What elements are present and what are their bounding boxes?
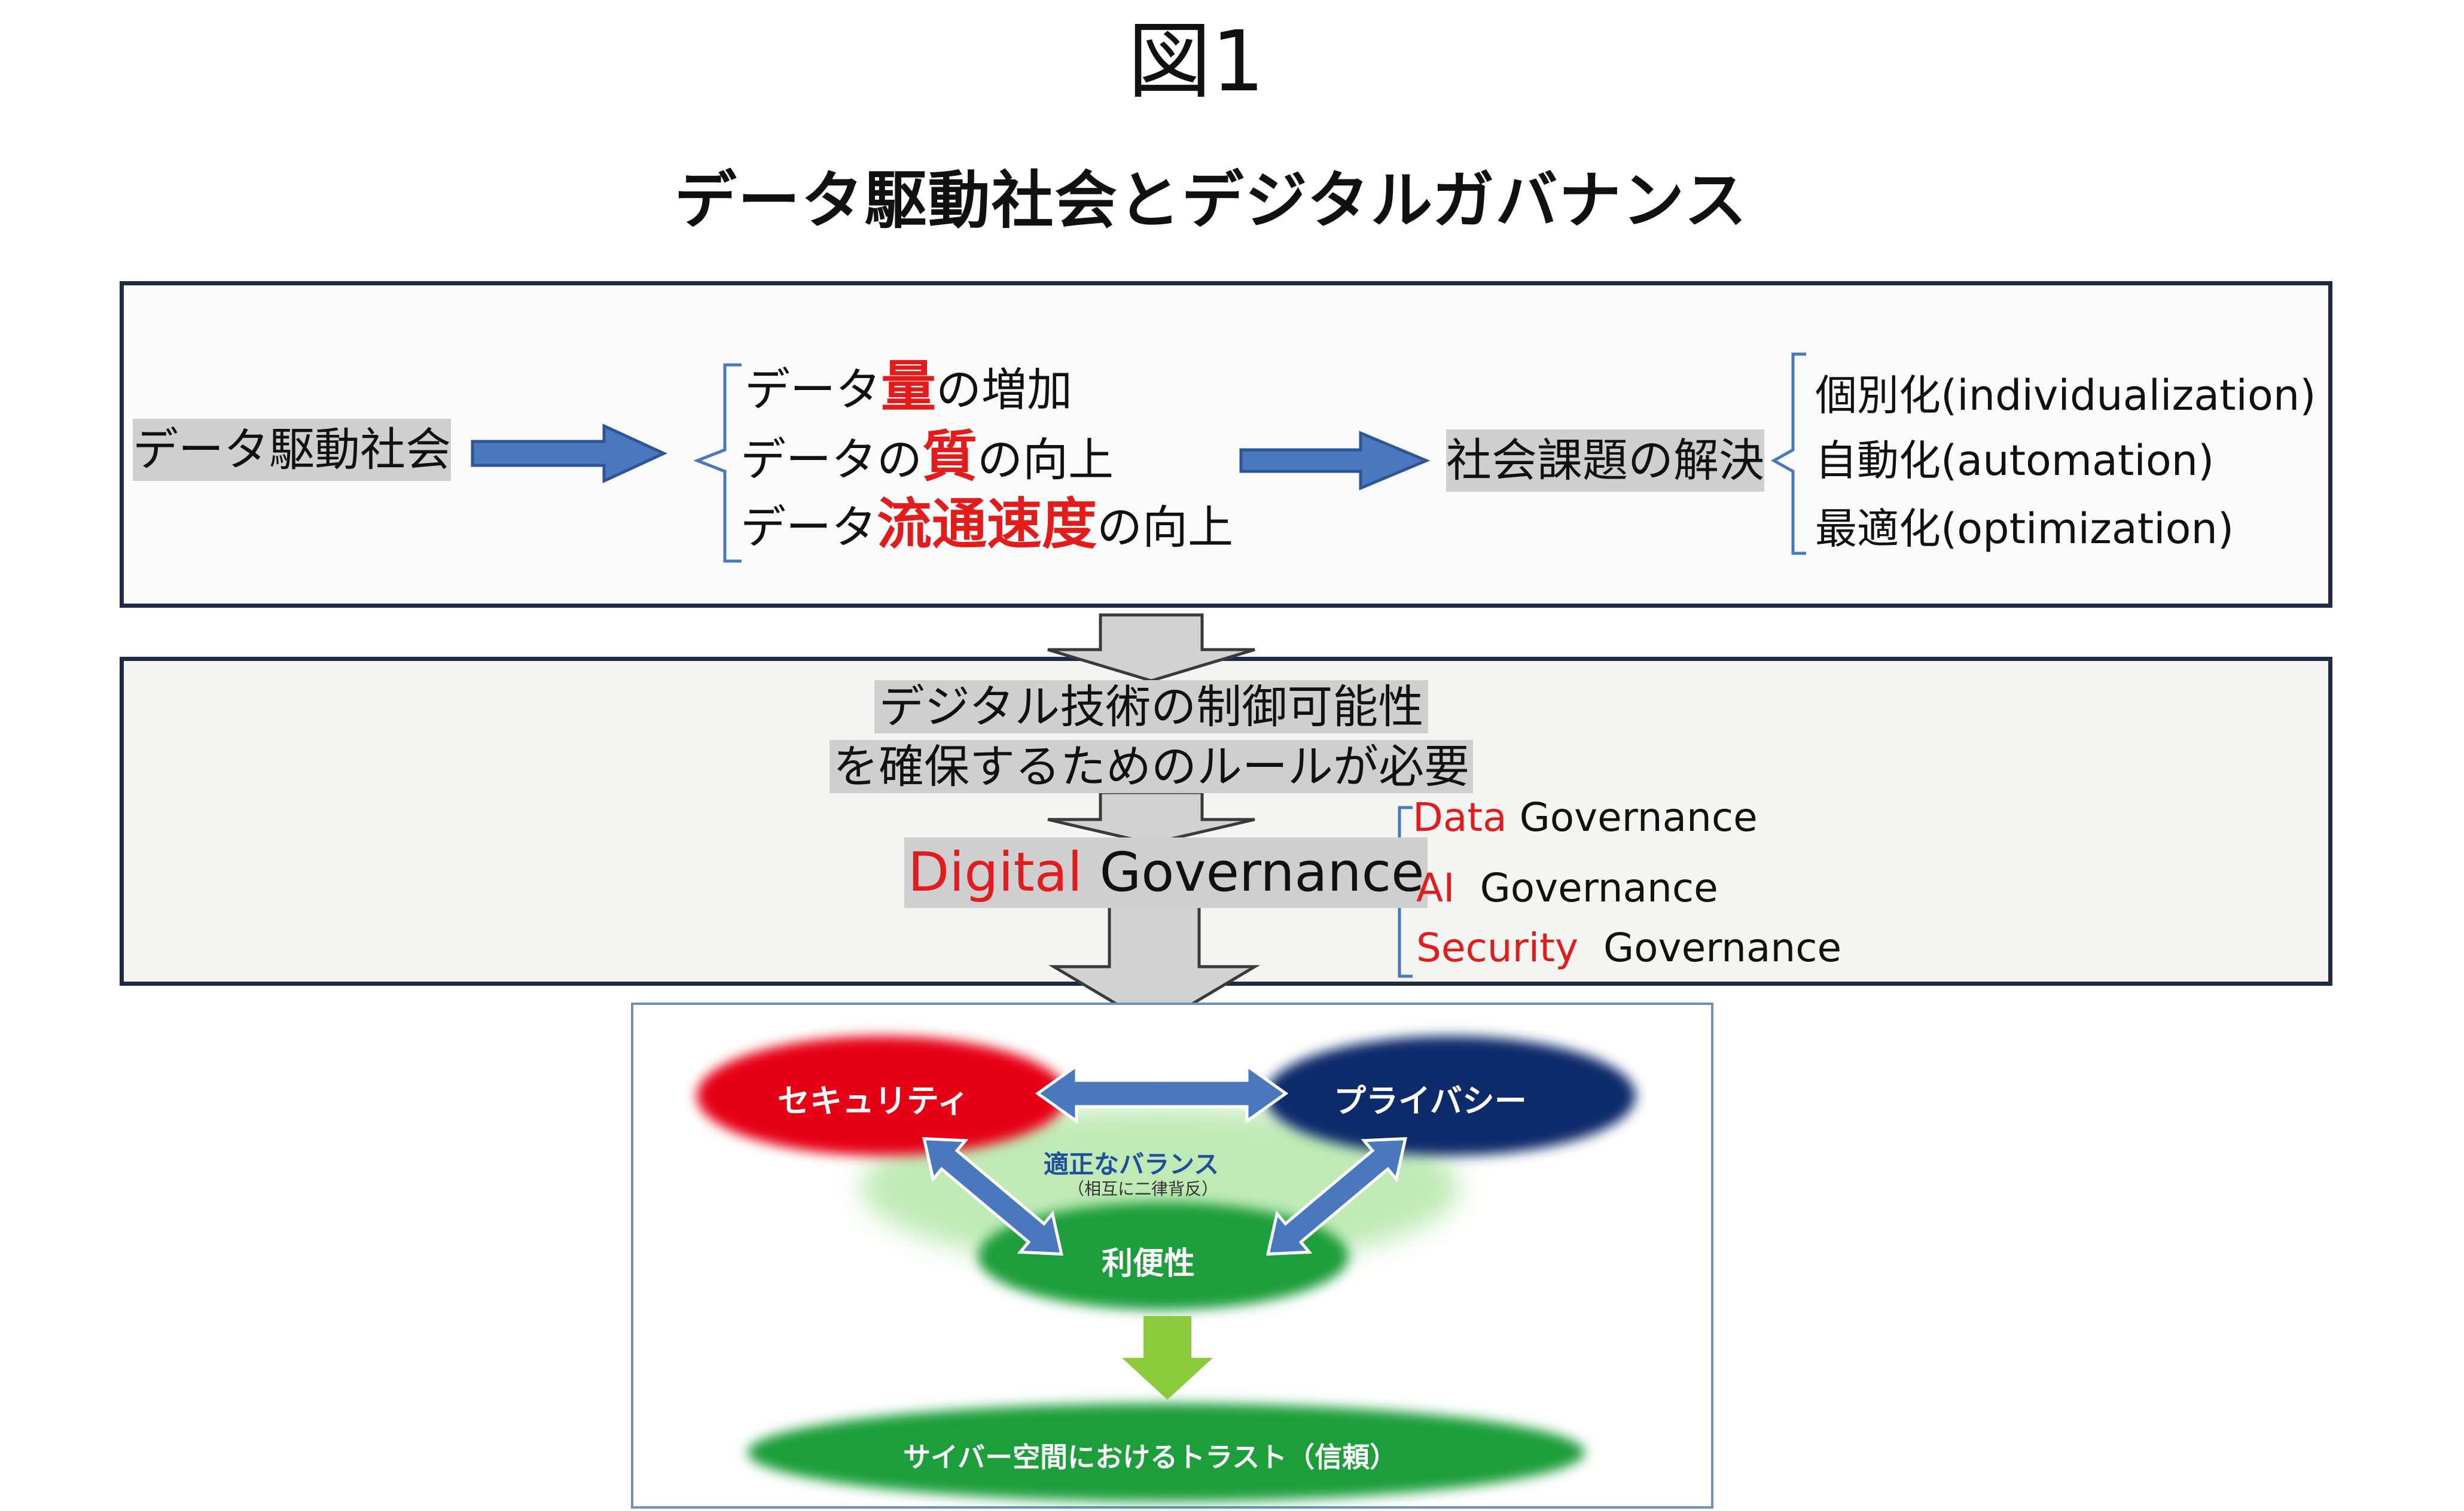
left-bracket-2 xyxy=(1770,352,1806,555)
right-item-3: 最適化(optimization) xyxy=(1815,504,2234,553)
down-arrow-2 xyxy=(1047,791,1255,845)
privacy-label: プライバシー xyxy=(1334,1082,1527,1120)
privacy-convenience-arrow xyxy=(1265,1137,1408,1256)
middle-item-3: データ流通速度の向上 xyxy=(740,492,1234,556)
figure-label: 図1 xyxy=(1127,13,1265,111)
trust-ellipse xyxy=(748,1403,1585,1501)
right-item-1: 個別化(individualization) xyxy=(1815,371,2316,420)
rule-text-line2: を確保するためのルールが必要 xyxy=(830,740,1473,793)
trust-label: サイバー空間におけるトラスト（信頼） xyxy=(903,1441,1398,1473)
block-arrow-1 xyxy=(471,424,667,483)
data-driven-society-label: データ駆動社会 xyxy=(133,419,451,481)
trust-down-arrow xyxy=(1122,1316,1213,1400)
middle-item-2: データの質の向上 xyxy=(740,425,1114,489)
left-bracket-1 xyxy=(693,363,742,563)
security-ellipse xyxy=(697,1036,1068,1156)
middle-item-1: データ量の増加 xyxy=(745,355,1073,419)
privacy-ellipse xyxy=(1265,1036,1636,1156)
diagram-title: データ駆動社会とデジタルガバナンス xyxy=(674,164,1748,237)
convenience-ellipse xyxy=(978,1202,1349,1310)
data-governance: Data Governance xyxy=(1413,794,1758,840)
ai-governance: AI Governance xyxy=(1416,865,1718,911)
convenience-label: 利便性 xyxy=(1102,1246,1196,1282)
rule-text-line2-wrap: を確保するためのルールが必要 xyxy=(0,736,2303,798)
social-issue-solution-label: 社会課題の解決 xyxy=(1446,429,1764,492)
balance-label: 適正なバランス xyxy=(1044,1150,1219,1179)
balance-sub-label: （相互に二律背反） xyxy=(1068,1179,1219,1199)
block-arrow-2 xyxy=(1239,431,1431,491)
rule-text-line1-wrap: デジタル技術の制御可能性 xyxy=(0,676,2303,738)
security-label: セキュリティ xyxy=(777,1082,969,1120)
right-item-2: 自動化(automation) xyxy=(1815,436,2215,485)
down-arrow-3 xyxy=(1048,903,1261,1028)
digital-governance-label: Digital Governance xyxy=(904,837,1428,908)
security-privacy-arrow xyxy=(1035,1063,1289,1124)
security-convenience-arrow xyxy=(922,1137,1064,1256)
down-arrow-1 xyxy=(1047,613,1255,683)
security-governance: Security Governance xyxy=(1416,925,1842,971)
rule-text-line1: デジタル技術の制御可能性 xyxy=(874,680,1429,733)
